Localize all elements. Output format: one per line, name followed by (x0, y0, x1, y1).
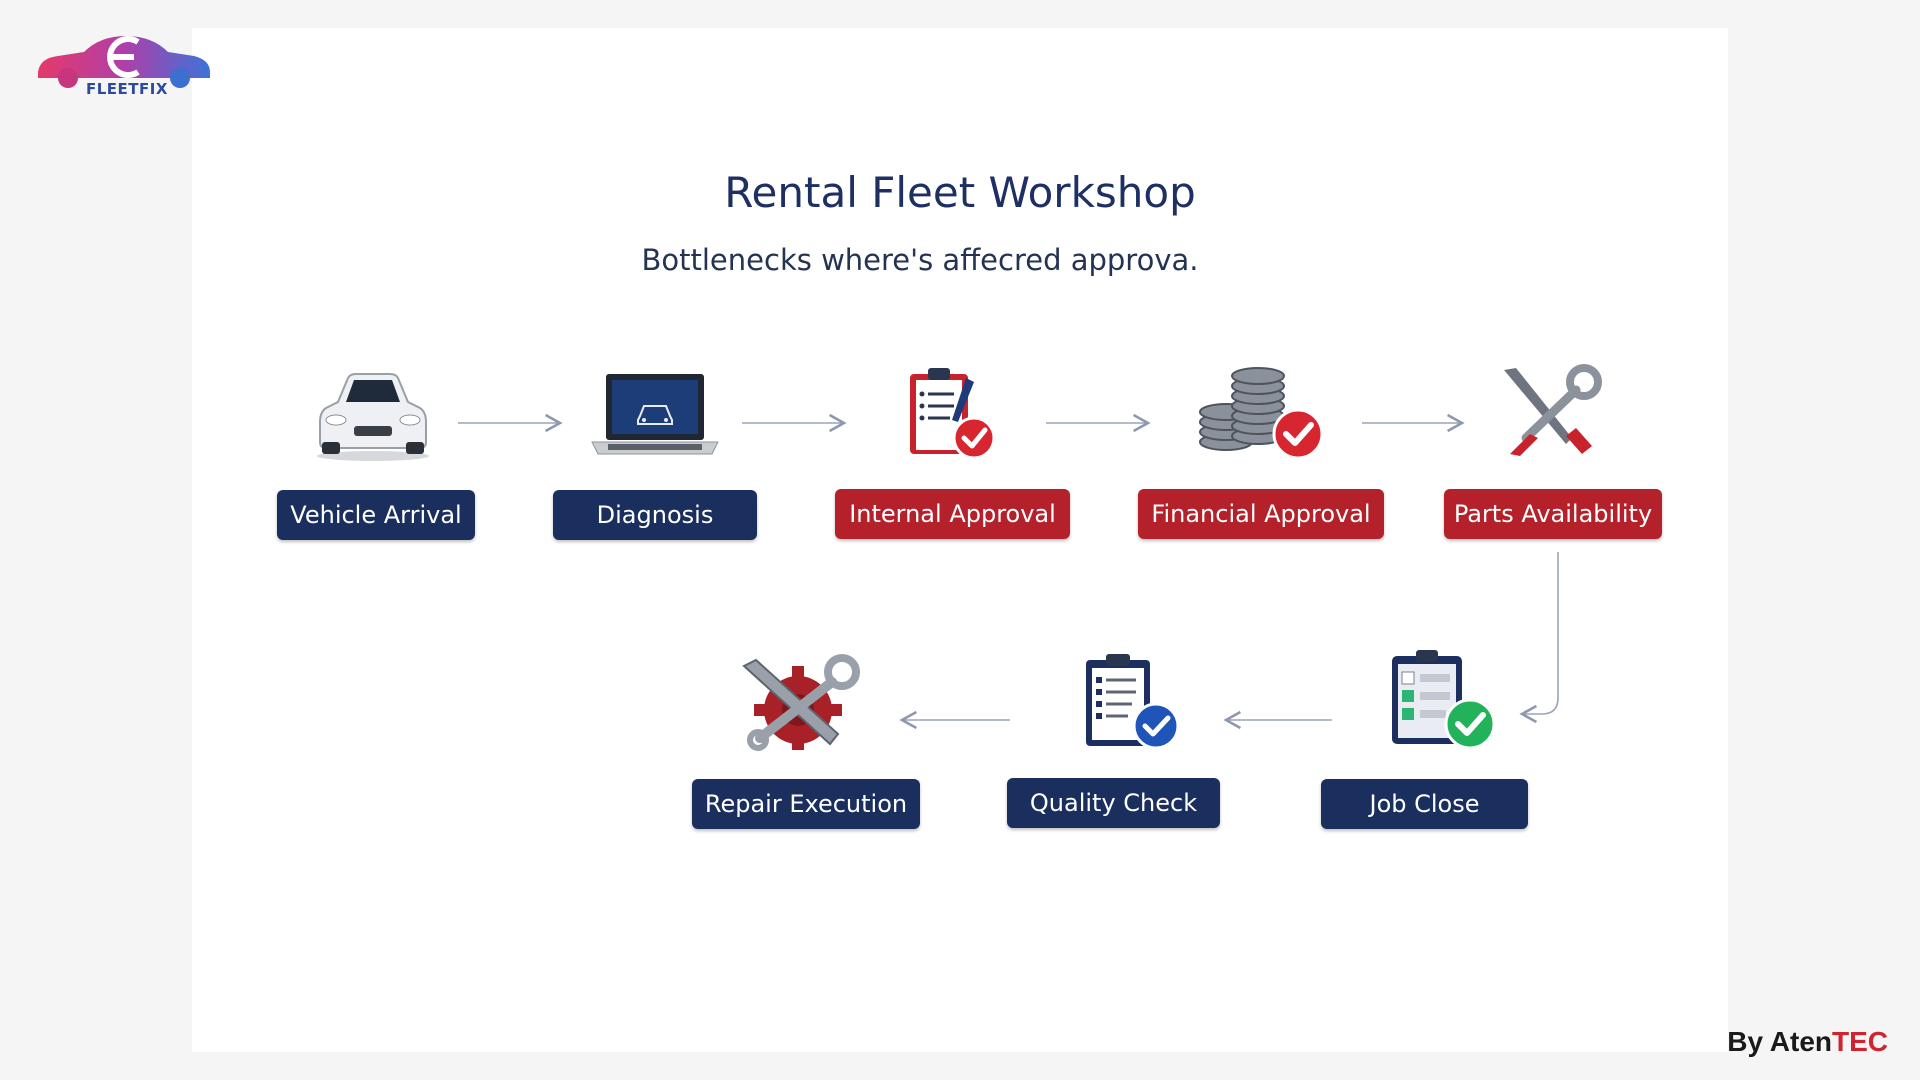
page-subtitle: Bottlenecks where's affecred approva. (641, 243, 1199, 277)
laptop-icon (591, 374, 719, 455)
step-parts-availability: Parts Availability (1444, 489, 1662, 539)
clipboard-check-icon (910, 368, 996, 460)
step-vehicle-arrival: Vehicle Arrival (277, 490, 475, 540)
clipboard-blue-check-icon (1086, 654, 1180, 750)
step-repair-execution: Repair Execution (692, 779, 920, 829)
attribution-accent: TEC (1832, 1026, 1888, 1057)
brand-name: FLEETFIX (86, 80, 168, 98)
attribution: By AtenTEC (1727, 1026, 1888, 1058)
step-diagnosis: Diagnosis (553, 490, 757, 540)
step-internal-approval: Internal Approval (835, 489, 1070, 539)
step-financial-approval: Financial Approval (1138, 489, 1384, 539)
attribution-text: By Aten (1727, 1026, 1832, 1057)
checklist-check-icon (1392, 650, 1496, 750)
page-title: Rental Fleet Workshop (724, 168, 1196, 217)
car-icon (317, 373, 429, 461)
step-quality-check: Quality Check (1007, 778, 1220, 828)
arrow-5 (1519, 552, 1559, 724)
step-job-close: Job Close (1321, 779, 1528, 829)
tools-icon (1504, 364, 1602, 456)
wrench-gear-icon (742, 654, 860, 751)
coins-check-icon (1199, 367, 1324, 460)
fleetfix-logo-icon (38, 36, 210, 88)
slide-canvas (192, 28, 1728, 1052)
